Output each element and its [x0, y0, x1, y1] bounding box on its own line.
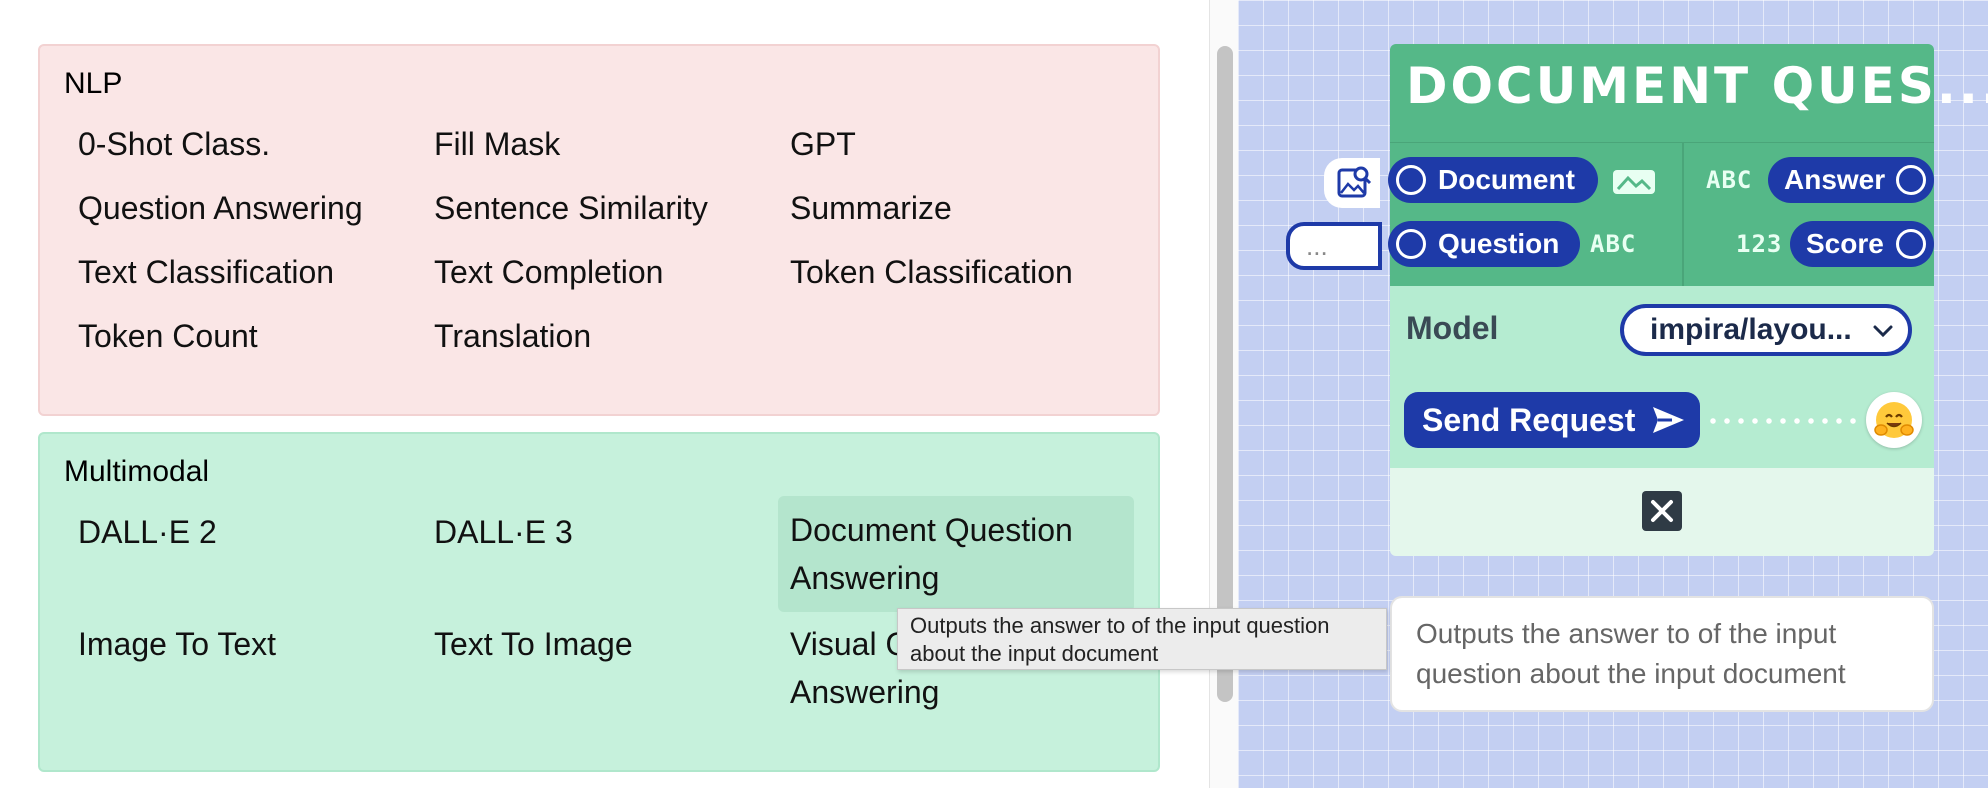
image-picker-button[interactable] — [1324, 158, 1380, 208]
block-document-question-answering[interactable]: Document Question Answering — [778, 496, 1134, 612]
port-connector-icon[interactable] — [1896, 165, 1926, 195]
block-gpt[interactable]: GPT — [790, 126, 856, 162]
output-port-score[interactable]: Score — [1790, 221, 1934, 267]
category-multimodal: Multimodal DALL·E 2 DALL·E 3 Document Qu… — [38, 432, 1160, 772]
output-type-answer: ABC — [1706, 166, 1753, 194]
block-dalle-3[interactable]: DALL·E 3 — [434, 514, 573, 550]
image-type-icon — [1613, 170, 1655, 194]
input-port-document[interactable]: Document — [1388, 157, 1598, 203]
input-label-document: Document — [1438, 164, 1575, 195]
input-type-question: ABC — [1590, 230, 1637, 258]
block-translation[interactable]: Translation — [434, 318, 592, 354]
block-summarize[interactable]: Summarize — [790, 190, 952, 226]
close-icon[interactable] — [1642, 491, 1682, 531]
output-label-score: Score — [1806, 228, 1884, 259]
document-question-answering-node[interactable]: DOCUMENT QUES... Document Question ABC A… — [1388, 44, 1988, 556]
category-title-multimodal: Multimodal — [64, 455, 210, 488]
hugging-face-emoji-icon — [1866, 392, 1922, 448]
output-type-score: 123 — [1736, 230, 1783, 258]
category-nlp: NLP 0-Shot Class. Fill Mask GPT Question… — [38, 44, 1160, 416]
category-title-nlp: NLP — [64, 67, 123, 100]
model-label: Model — [1406, 310, 1499, 346]
send-request-label: Send Request — [1422, 402, 1636, 438]
block-question-answering[interactable]: Question Answering — [78, 190, 363, 226]
model-dropdown[interactable]: impira/layou... — [1620, 304, 1912, 356]
scrollbar-thumb[interactable] — [1217, 46, 1233, 702]
block-dalle-2[interactable]: DALL·E 2 — [78, 514, 217, 550]
port-connector-icon[interactable] — [1396, 229, 1426, 259]
port-connector-icon[interactable] — [1396, 165, 1426, 195]
block-text-to-image[interactable]: Text To Image — [434, 626, 633, 662]
block-sentence-similarity[interactable]: Sentence Similarity — [434, 190, 708, 226]
send-request-button[interactable]: Send Request — [1404, 392, 1700, 448]
block-image-to-text[interactable]: Image To Text — [78, 626, 277, 662]
io-divider — [1682, 143, 1684, 287]
send-arrow-icon — [1653, 407, 1684, 433]
status-dots — [1706, 418, 1862, 424]
output-port-answer[interactable]: Answer — [1768, 157, 1934, 203]
block-text-classification[interactable]: Text Classification — [78, 254, 335, 290]
block-token-classification[interactable]: Token Classification — [790, 254, 1073, 290]
node-description: Outputs the answer to of the input quest… — [1390, 596, 1934, 712]
block-fill-mask[interactable]: Fill Mask — [434, 126, 561, 162]
input-label-question: Question — [1438, 228, 1560, 259]
port-connector-icon[interactable] — [1896, 229, 1926, 259]
model-dropdown-value: impira/layou... — [1650, 313, 1852, 346]
chevron-down-icon — [1873, 325, 1893, 338]
block-token-count[interactable]: Token Count — [78, 318, 258, 354]
image-search-icon — [1337, 166, 1372, 198]
node-title: DOCUMENT QUES... — [1406, 57, 1988, 115]
block-text-completion[interactable]: Text Completion — [434, 254, 664, 290]
output-label-answer: Answer — [1784, 164, 1886, 195]
node-io-section: Document Question ABC ABC Answer 123 Sco… — [1388, 142, 1934, 287]
block-zero-shot-class[interactable]: 0-Shot Class. — [78, 126, 271, 162]
node-header[interactable]: DOCUMENT QUES... — [1390, 44, 1988, 142]
input-port-question[interactable]: Question — [1388, 221, 1580, 267]
question-input-field[interactable]: ... — [1286, 222, 1382, 270]
block-tooltip: Outputs the answer to of the input quest… — [897, 608, 1387, 670]
block-palette: NLP 0-Shot Class. Fill Mask GPT Question… — [38, 0, 1233, 788]
